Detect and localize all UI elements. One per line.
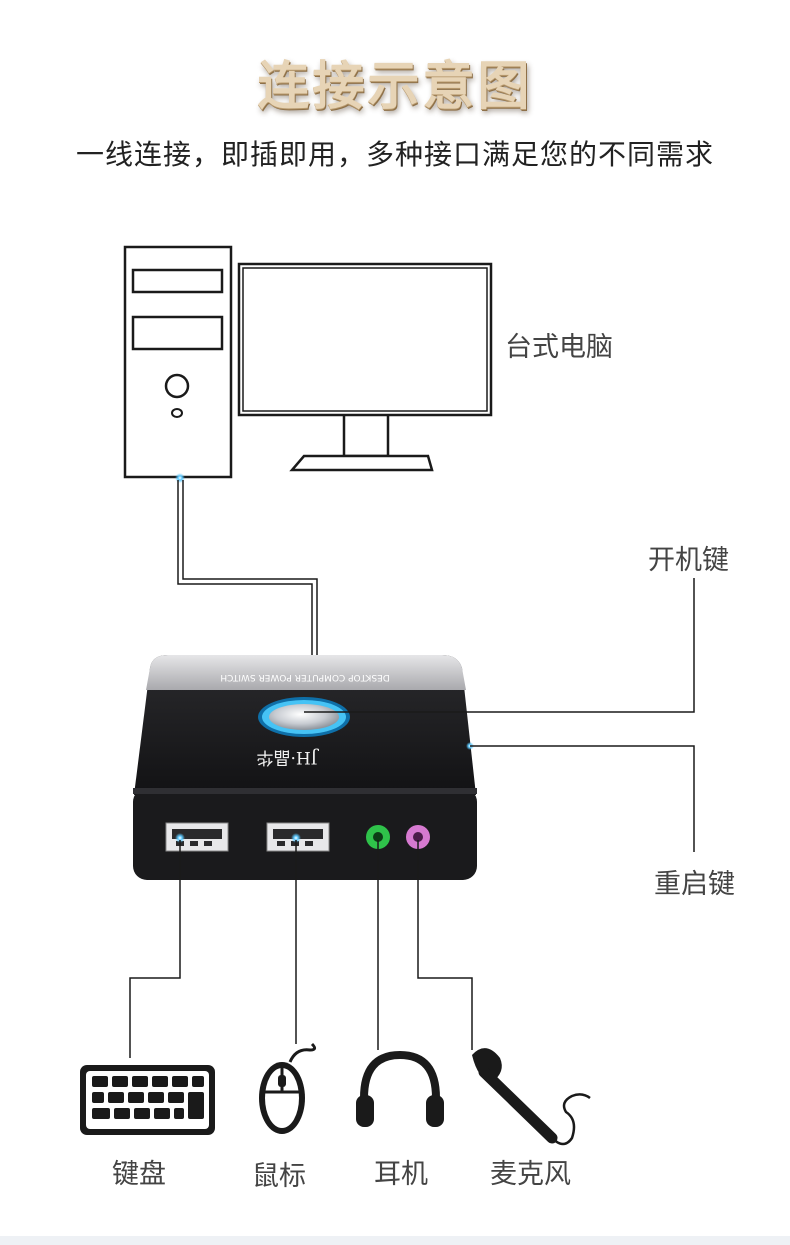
label-mouse: 鼠标 — [252, 1161, 306, 1192]
leader-lines — [129, 578, 695, 1058]
power-button[interactable] — [258, 697, 350, 737]
label-microphone: 麦克风 — [490, 1159, 571, 1190]
page-title: 连接示意图 — [257, 57, 533, 117]
device-brand: JH·晶华 — [256, 747, 319, 767]
label-power-key: 开机键 — [648, 545, 729, 576]
label-desktop: 台式电脑 — [505, 332, 613, 363]
bottom-strip — [0, 1236, 790, 1245]
pc-cable — [177, 480, 318, 655]
monitor — [237, 262, 493, 472]
pc-tower — [123, 245, 233, 483]
power-switch-device: DESKTOP COMPUTER POWER SWITCH JH·晶华 — [133, 655, 477, 880]
headphone-jack — [366, 825, 390, 849]
mouse-icon — [259, 1042, 317, 1134]
headphones-icon — [356, 1050, 444, 1127]
page-subtitle: 一线连接，即插即用，多种接口满足您的不同需求 — [75, 138, 714, 171]
device-top-print: DESKTOP COMPUTER POWER SWITCH — [220, 672, 389, 682]
usb-port-mouse — [266, 822, 330, 852]
microphone-jack — [406, 825, 430, 849]
label-keyboard: 键盘 — [112, 1159, 166, 1190]
usb-port-keyboard — [165, 822, 229, 852]
label-headphones: 耳机 — [374, 1159, 428, 1190]
label-restart-key: 重启键 — [654, 869, 735, 900]
microphone-icon — [472, 1048, 591, 1146]
keyboard-icon — [80, 1065, 215, 1135]
